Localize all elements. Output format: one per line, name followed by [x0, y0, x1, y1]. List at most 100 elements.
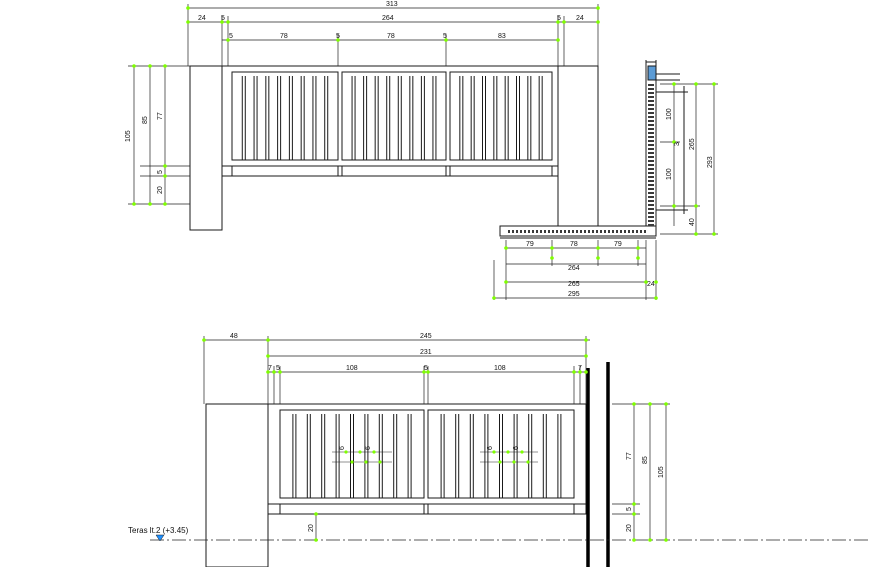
- section-dim-ticks: [492, 82, 716, 300]
- hatch-mark: [648, 88, 654, 90]
- level-marker: Teras lt.2 (+3.45): [128, 526, 189, 542]
- dim-bot-5c: 5: [626, 507, 633, 511]
- hatch-mark: [648, 140, 654, 142]
- hatch-mark: [648, 148, 654, 150]
- bottom-small-labels: 6 6 6 6: [339, 446, 520, 450]
- dim-sec-264: 264: [568, 265, 580, 272]
- hatch-mark: [648, 144, 654, 146]
- hatch-mark: [628, 230, 630, 233]
- dim-bot-85: 85: [642, 456, 649, 464]
- hatch-mark: [648, 112, 654, 114]
- hatch-mark: [648, 188, 654, 190]
- dim-sec-295: 295: [568, 291, 580, 298]
- hatch-mark: [508, 230, 510, 233]
- hatch-mark: [648, 92, 654, 94]
- top-elevation: [189, 65, 599, 231]
- hatch-mark: [648, 108, 654, 110]
- hatch-mark: [608, 230, 610, 233]
- bottom-small-dims: [332, 451, 538, 463]
- hatch-mark: [568, 230, 570, 233]
- hatch-mark: [648, 136, 654, 138]
- dim-sec-3: 3: [674, 142, 681, 146]
- top-panel-2: [341, 71, 447, 161]
- hatch-mark: [648, 164, 654, 166]
- dim-sec-b79b: 79: [614, 241, 622, 248]
- dim-sec-100a: 100: [666, 108, 673, 120]
- dim-left-77: 77: [157, 112, 164, 120]
- dim-bot-20a: 20: [626, 524, 633, 532]
- bottom-elevation: [205, 403, 587, 567]
- dim-bot-108a: 108: [346, 365, 358, 372]
- dim-bot-7b: 7: [578, 365, 582, 372]
- section-dimensions: [493, 83, 718, 300]
- dim-small-3: 6: [487, 446, 494, 450]
- dim-sec-b79a: 79: [526, 241, 534, 248]
- hatch-mark: [596, 230, 598, 233]
- hatch-mark: [648, 184, 654, 186]
- hatch-mark: [544, 230, 546, 233]
- dim-bot-5b: 5: [424, 365, 428, 372]
- hatch-mark: [640, 230, 642, 233]
- hatch-mark: [512, 230, 514, 233]
- bottom-railing-frame: [267, 403, 587, 515]
- top-base-1: [231, 165, 339, 177]
- section-cap: [647, 65, 657, 81]
- hatch-mark: [564, 230, 566, 233]
- level-label: Teras lt.2 (+3.45): [128, 526, 189, 535]
- dim-bot-48: 48: [230, 333, 238, 340]
- hatch-mark: [592, 230, 594, 233]
- hatch-mark: [572, 230, 574, 233]
- hatch-mark: [520, 230, 522, 233]
- hatch-mark: [524, 230, 526, 233]
- hatch-mark: [648, 168, 654, 170]
- dim-bot-108b: 108: [494, 365, 506, 372]
- hatch-mark: [648, 152, 654, 154]
- section-dim-labels: 100 3 100 265 293 40 79 78 79 264 265 24…: [526, 108, 714, 298]
- dim-sec-40: 40: [689, 218, 696, 226]
- dim-top-overall: 313: [386, 1, 398, 8]
- bottom-panel-bars: [292, 414, 562, 498]
- dim-left-85: 85: [142, 116, 149, 124]
- hatch-mark: [648, 160, 654, 162]
- bottom-panel-1: [279, 409, 425, 499]
- dim-left-105: 105: [125, 130, 132, 142]
- bottom-dim-ticks: [202, 338, 668, 542]
- hatch-mark: [632, 230, 634, 233]
- top-base-2: [341, 165, 447, 177]
- top-dim-ticks: [132, 6, 600, 206]
- hatch-mark: [532, 230, 534, 233]
- dim-bot-245: 245: [420, 333, 432, 340]
- hatch-mark: [536, 230, 538, 233]
- top-panel-bars: [241, 76, 543, 160]
- dim-top-seg-2: 5: [221, 15, 225, 22]
- hatch-mark: [588, 230, 590, 233]
- section-hatch: [508, 84, 654, 233]
- hatch-mark: [648, 116, 654, 118]
- hatch-mark: [616, 230, 618, 233]
- dim-inner-seg-4: 78: [387, 33, 395, 40]
- dim-top-seg-3: 264: [382, 15, 394, 22]
- dim-small-4: 6: [513, 446, 520, 450]
- hatch-mark: [648, 204, 654, 206]
- hatch-mark: [648, 180, 654, 182]
- hatch-mark: [580, 230, 582, 233]
- top-right-wall: [557, 65, 599, 231]
- hatch-mark: [648, 208, 654, 210]
- bottom-posts: [586, 362, 610, 567]
- dim-inner-seg-1: 5: [229, 33, 233, 40]
- dim-left-5: 5: [157, 170, 164, 174]
- dim-left-20: 20: [157, 186, 164, 194]
- top-left-wall: [189, 65, 223, 231]
- dim-bot-231: 231: [420, 349, 432, 356]
- bottom-base-1: [279, 503, 425, 515]
- hatch-mark: [552, 230, 554, 233]
- hatch-mark: [648, 156, 654, 158]
- top-base-3: [449, 165, 553, 177]
- hatch-mark: [576, 230, 578, 233]
- hatch-mark: [648, 172, 654, 174]
- bottom-left-wall: [205, 403, 269, 567]
- dim-inner-seg-6: 83: [498, 33, 506, 40]
- hatch-mark: [648, 104, 654, 106]
- dim-bot-5a: 5: [276, 365, 280, 372]
- top-panel-3: [449, 71, 553, 161]
